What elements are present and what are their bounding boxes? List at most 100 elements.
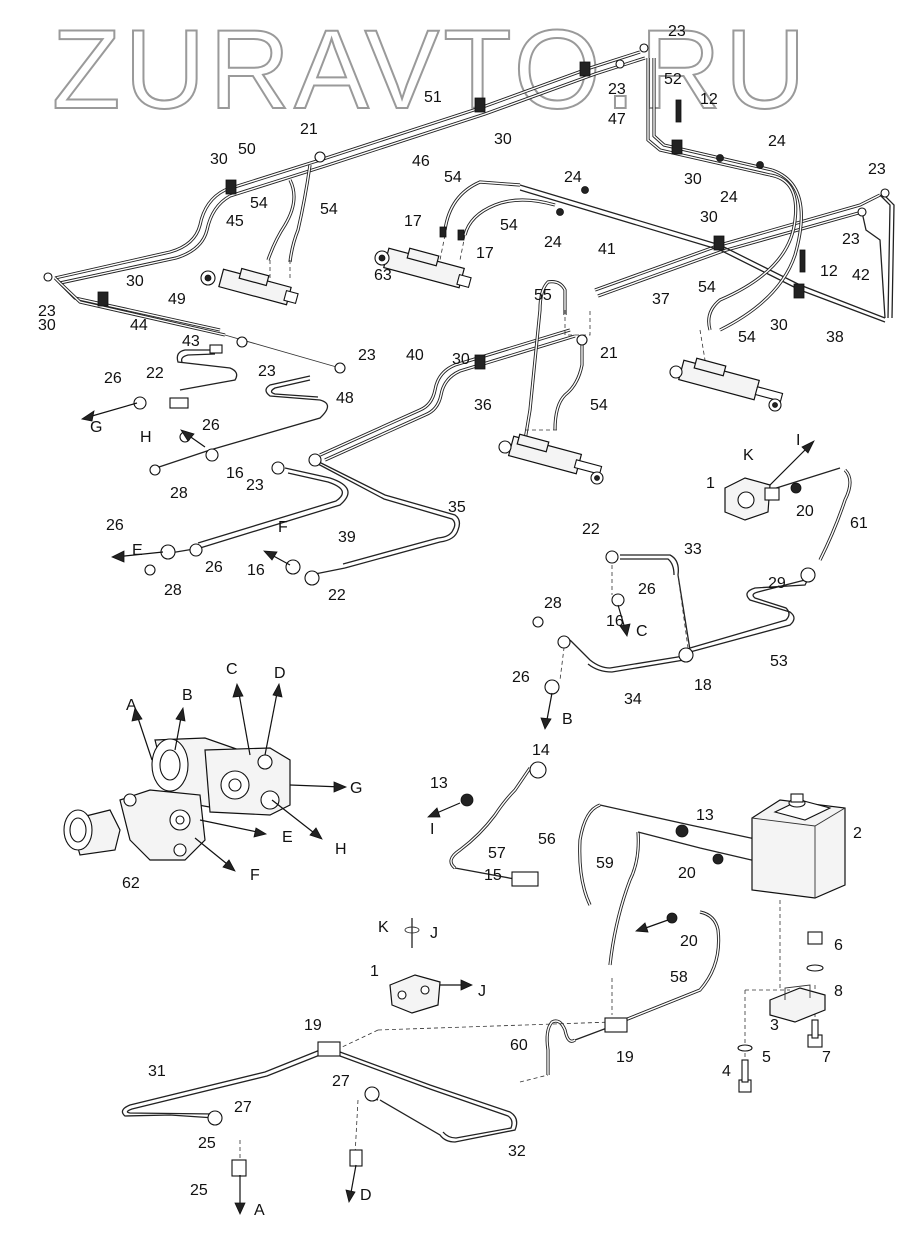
callout-label: I bbox=[796, 432, 800, 449]
callout-label: 54 bbox=[590, 397, 608, 414]
callout-label: 20 bbox=[678, 865, 696, 882]
callout-label: E bbox=[132, 542, 143, 559]
callout-label: 17 bbox=[476, 245, 494, 262]
callout-label: 12 bbox=[820, 263, 838, 280]
callout-label: C bbox=[226, 661, 238, 678]
callout-label: 42 bbox=[852, 267, 870, 284]
callout-label: E bbox=[282, 829, 293, 846]
callout-label: 20 bbox=[796, 503, 814, 520]
callout-label: 1 bbox=[370, 963, 379, 980]
callout-label: H bbox=[140, 429, 152, 446]
callout-label: 22 bbox=[328, 587, 346, 604]
callout-label: 21 bbox=[300, 121, 318, 138]
callout-label: 23 bbox=[668, 23, 686, 40]
callout-label: G bbox=[350, 780, 362, 797]
mount-bracket-hardware bbox=[737, 931, 826, 1093]
callout-label: 23 bbox=[608, 81, 626, 98]
callout-label: 16 bbox=[606, 613, 624, 630]
callout-label: 23 bbox=[358, 347, 376, 364]
callout-label: K bbox=[378, 919, 389, 936]
callout-label: 55 bbox=[534, 287, 552, 304]
callout-label: 23 bbox=[868, 161, 886, 178]
callout-label: A bbox=[254, 1202, 265, 1219]
callout-label: 62 bbox=[122, 875, 140, 892]
callout-label: 24 bbox=[564, 169, 582, 186]
callout-label: 40 bbox=[406, 347, 424, 364]
callout-label: 22 bbox=[582, 521, 600, 538]
callout-label: 30 bbox=[684, 171, 702, 188]
callout-label: 31 bbox=[148, 1063, 166, 1080]
callout-label: 5 bbox=[762, 1049, 771, 1066]
callout-label: B bbox=[182, 687, 193, 704]
callout-label: 8 bbox=[834, 983, 843, 1000]
callout-label: 27 bbox=[332, 1073, 350, 1090]
callout-label: D bbox=[274, 665, 286, 682]
callout-label: 32 bbox=[508, 1143, 526, 1160]
callout-label: 2 bbox=[853, 825, 862, 842]
callout-label: 13 bbox=[430, 775, 448, 792]
callout-label: 44 bbox=[130, 317, 148, 334]
callout-label: 33 bbox=[684, 541, 702, 558]
callout-label: 19 bbox=[304, 1017, 322, 1034]
callout-label: 38 bbox=[826, 329, 844, 346]
oil-tank bbox=[751, 793, 846, 899]
callout-label: 7 bbox=[822, 1049, 831, 1066]
callout-label: 20 bbox=[680, 933, 698, 950]
callout-label: 27 bbox=[234, 1099, 252, 1116]
callout-label: 60 bbox=[510, 1037, 528, 1054]
callout-label: 13 bbox=[696, 807, 714, 824]
callout-label: 28 bbox=[164, 582, 182, 599]
callout-label: 43 bbox=[182, 333, 200, 350]
callout-label: 6 bbox=[834, 937, 843, 954]
callout-label: 28 bbox=[544, 595, 562, 612]
callout-label: 19 bbox=[616, 1049, 634, 1066]
callout-label: 46 bbox=[412, 153, 430, 170]
callout-label: 37 bbox=[652, 291, 670, 308]
callout-label: 35 bbox=[448, 499, 466, 516]
callout-label: 30 bbox=[700, 209, 718, 226]
callout-label: 24 bbox=[544, 234, 562, 251]
callout-label: 36 bbox=[474, 397, 492, 414]
callout-label: 1 bbox=[706, 475, 715, 492]
callout-label: 30 bbox=[494, 131, 512, 148]
leader-lines bbox=[239, 234, 816, 1165]
callout-label: 48 bbox=[336, 390, 354, 407]
callout-label: 34 bbox=[624, 691, 642, 708]
callout-label: 58 bbox=[670, 969, 688, 986]
callout-label: 59 bbox=[596, 855, 614, 872]
callout-label: 51 bbox=[424, 89, 442, 106]
callout-label: A bbox=[126, 697, 137, 714]
callout-label: 47 bbox=[608, 111, 626, 128]
callout-label: 22 bbox=[146, 365, 164, 382]
callout-label: 54 bbox=[320, 201, 338, 218]
callout-label: 23 bbox=[842, 231, 860, 248]
callout-label: 4 bbox=[722, 1063, 731, 1080]
callout-label: 45 bbox=[226, 213, 244, 230]
callout-label: 23 bbox=[246, 477, 264, 494]
callout-label: 25 bbox=[198, 1135, 216, 1152]
callout-label: C bbox=[636, 623, 648, 640]
callout-label: 63 bbox=[374, 267, 392, 284]
callout-label: 26 bbox=[106, 517, 124, 534]
fittings bbox=[43, 43, 890, 1177]
callout-label: K bbox=[743, 447, 754, 464]
callout-label: 12 bbox=[700, 91, 718, 108]
callout-label: 23 bbox=[258, 363, 276, 380]
callout-label: H bbox=[335, 841, 347, 858]
callout-label: 39 bbox=[338, 529, 356, 546]
callout-label: 52 bbox=[664, 71, 682, 88]
flanges bbox=[389, 477, 780, 1014]
callout-label: 57 bbox=[488, 845, 506, 862]
callout-label: 16 bbox=[247, 562, 265, 579]
callout-label: 24 bbox=[720, 189, 738, 206]
callout-label: 54 bbox=[738, 329, 756, 346]
callout-label: 17 bbox=[404, 213, 422, 230]
hydraulic-cylinders bbox=[200, 247, 784, 485]
callout-label: 54 bbox=[500, 217, 518, 234]
callout-label: 29 bbox=[768, 575, 786, 592]
callout-label: 26 bbox=[205, 559, 223, 576]
callout-label: D bbox=[360, 1187, 372, 1204]
callout-label: 16 bbox=[226, 465, 244, 482]
callout-label: J bbox=[430, 925, 438, 942]
